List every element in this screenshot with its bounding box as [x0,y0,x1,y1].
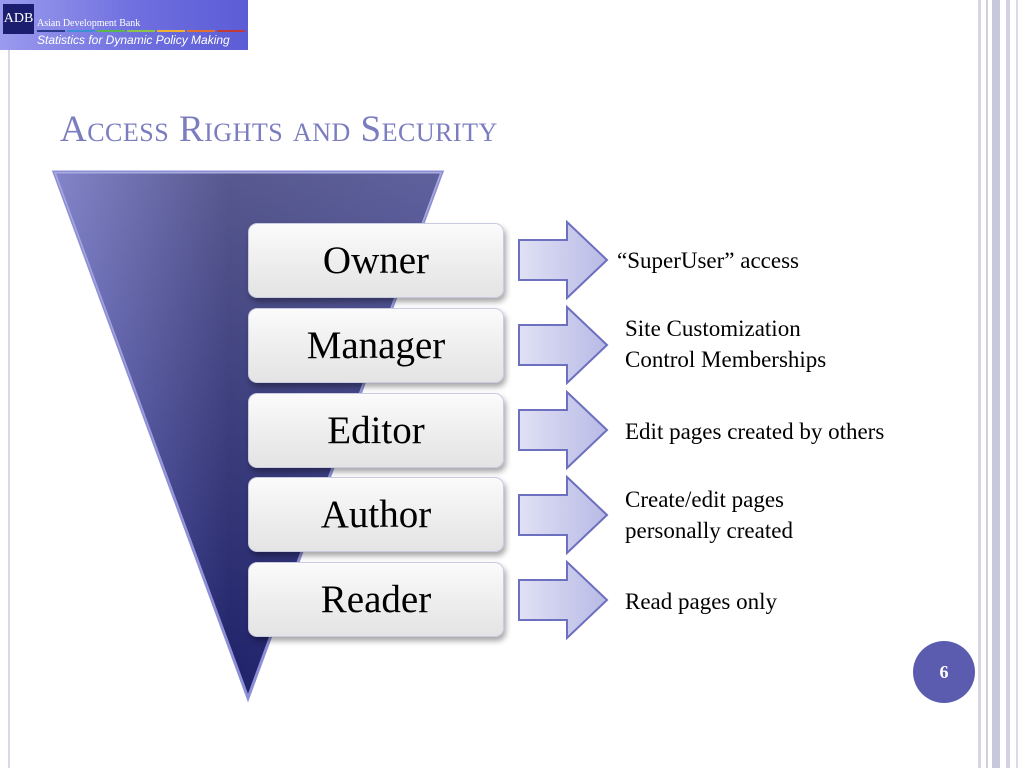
role-description-manager: Site Customization Control Memberships [625,313,826,375]
right-border-rule [992,0,1000,768]
page-number-badge: 6 [913,641,975,703]
right-border-rule [978,0,981,768]
logo-tagline: Statistics for Dynamic Policy Making [37,33,230,47]
role-label: Editor [327,409,425,452]
logo-stripe [187,30,215,32]
role-description-editor: Edit pages created by others [625,416,884,447]
right-border-rule [986,0,988,768]
role-box-manager: Manager [248,308,504,383]
description-line: “SuperUser” access [617,248,799,273]
role-description-owner: “SuperUser” access [617,245,799,276]
logo-stripe [97,30,125,32]
description-line: Control Memberships [625,347,827,372]
logo-org-name: Asian Development Bank [37,18,141,29]
role-box-author: Author [248,477,504,552]
role-label: Owner [322,239,430,282]
role-label: Manager [306,324,446,367]
role-box-editor: Editor [248,393,504,468]
logo-stripe [217,30,245,32]
description-line: Edit pages created by others [625,419,885,444]
right-arrow-icon [518,220,609,300]
role-label: Reader [320,578,432,621]
description-line: Site Customization [625,316,801,341]
description-line: Read pages only [625,589,778,614]
right-border-rule [1016,0,1018,768]
right-border-rule [1006,0,1010,768]
role-box-owner: Owner [248,223,504,298]
adb-logo: ADB Asian Development Bank Statistics fo… [0,0,248,50]
role-box-reader: Reader [248,562,504,637]
logo-stripe [67,30,95,32]
right-arrow-icon [518,560,609,640]
role-description-reader: Read pages only [625,586,777,617]
left-border-rule [8,0,10,768]
logo-stripe [157,30,185,32]
right-arrow-icon [518,305,609,385]
logo-stripe [127,30,155,32]
role-description-author: Create/edit pages personally created [625,484,793,546]
right-arrow-icon [518,390,609,470]
description-line: Create/edit pages [625,487,785,512]
right-arrow-icon [518,475,609,555]
description-line: personally created [625,518,793,543]
role-label: Author [320,493,432,536]
page-number: 6 [939,661,949,682]
logo-stripe [37,30,65,32]
logo-abbr: ADB [3,4,34,34]
slide-title: Access Rights and Security [60,109,498,150]
